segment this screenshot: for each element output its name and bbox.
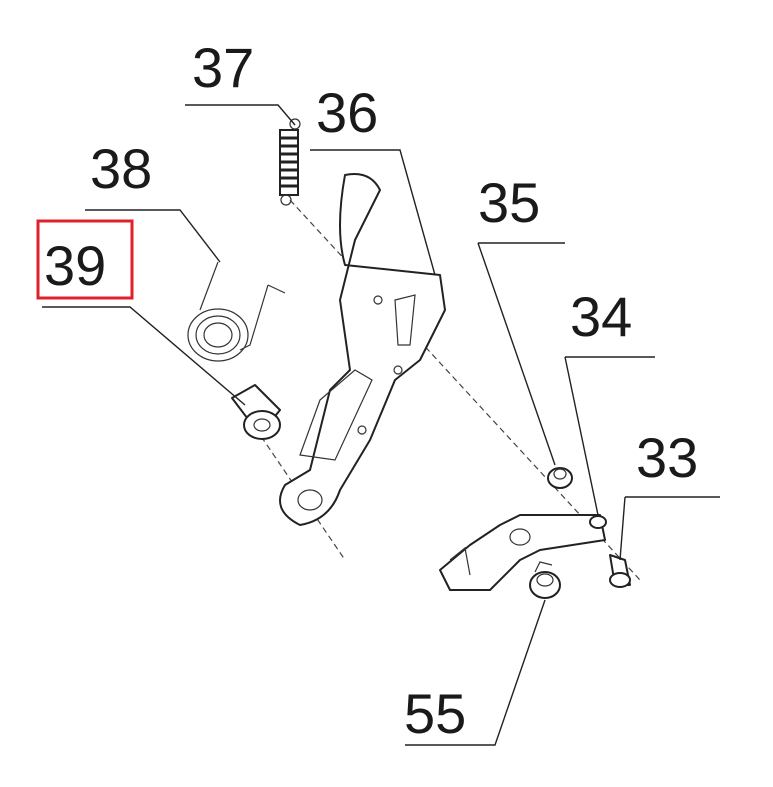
link-plate [439,514,606,591]
leader-line-35 [477,242,565,466]
leader-line-34 [564,356,655,516]
part-55-pin [529,561,561,599]
leader-line-55 [405,599,546,746]
part-36-lever [279,173,446,526]
part-34-washer [589,515,607,529]
callout-39[interactable]: 39 [44,234,106,297]
highlight-box-39 [36,219,134,300]
callout-33: 33 [636,426,698,489]
callout-35: 35 [478,171,540,234]
part-38-torsion-spring [187,261,286,362]
part-35-nut [547,467,573,489]
callout-55: 55 [404,682,466,745]
part-39-bushing [231,384,281,440]
leader-line-36 [310,149,436,276]
leader-line-37 [185,104,296,126]
callout-34: 34 [570,285,632,348]
leader-line-38 [85,209,221,263]
part-37-spring [279,118,301,206]
leader-line-39 [42,306,246,406]
leader-line-33 [619,496,720,561]
callout-38: 38 [90,137,152,200]
callout-37: 37 [192,36,254,99]
callout-36: 36 [316,81,378,144]
